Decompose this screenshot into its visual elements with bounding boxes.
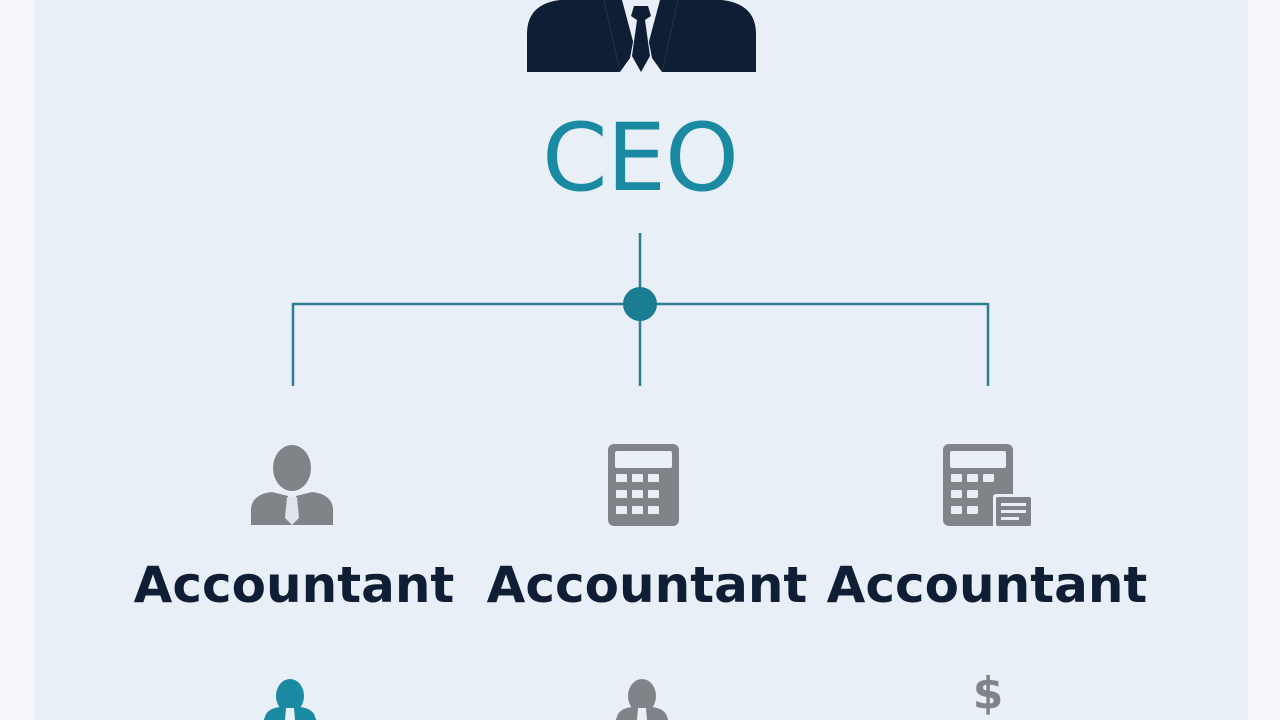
accountant-label-2: Accountant bbox=[486, 556, 808, 614]
dollar-icon: $ bbox=[972, 672, 1004, 719]
calculator-document-icon bbox=[943, 444, 1034, 529]
accountant-label-1: Accountant bbox=[133, 556, 455, 614]
accountant-label-3: Accountant bbox=[826, 556, 1148, 614]
person-icon bbox=[251, 445, 333, 525]
sub-person-icon-2 bbox=[615, 679, 669, 720]
connector-hub-node bbox=[623, 287, 657, 321]
executive-icon bbox=[527, 0, 756, 72]
sub-person-icon-1 bbox=[263, 679, 317, 720]
calculator-icon bbox=[608, 444, 679, 526]
ceo-title: CEO bbox=[541, 104, 739, 213]
